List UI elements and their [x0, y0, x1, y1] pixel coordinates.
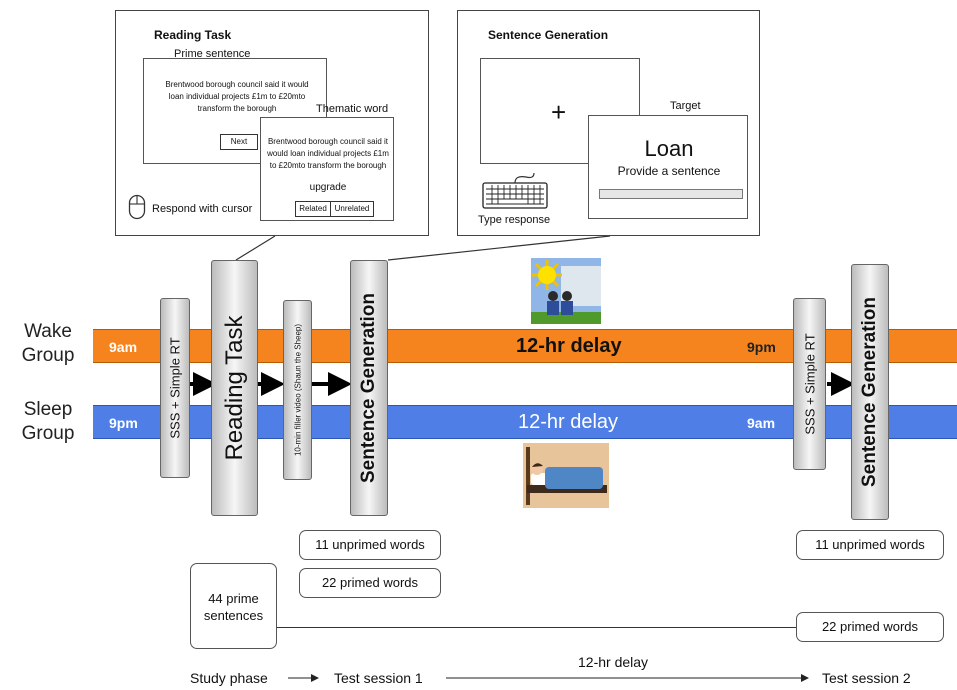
primed-words-box-1: 22 primed words: [299, 568, 441, 598]
reading-task-box: Reading Task: [211, 260, 258, 516]
sentence-generation-box-2: Sentence Generation: [851, 264, 889, 520]
prime-sentence-text: Brentwood borough council said it would …: [165, 80, 309, 113]
respond-with-cursor-label: Respond with cursor: [152, 203, 253, 215]
unrelated-button[interactable]: Unrelated: [330, 201, 374, 217]
sss-simple-rt-box-1: SSS + Simple RT: [160, 298, 190, 478]
primed-connector-line: [277, 627, 796, 628]
sentence-generation-box-1: Sentence Generation: [350, 260, 388, 516]
wake-end-time: 9pm: [747, 339, 776, 355]
generation-panel-title: Sentence Generation: [488, 28, 609, 42]
response-input[interactable]: [599, 189, 743, 199]
target-word: Loan: [644, 136, 694, 161]
thematic-word-screen: Brentwood borough council said it would …: [260, 117, 394, 221]
provide-sentence-prompt: Provide a sentence: [617, 164, 721, 178]
thematic-word: upgrade: [309, 182, 347, 193]
related-button[interactable]: Related: [295, 201, 331, 217]
sleep-delay-label: 12-hr delay: [518, 411, 619, 433]
reading-task-panel: Reading Task Prime sentence Brentwood bo…: [115, 10, 429, 236]
target-screen: Loan Provide a sentence: [588, 115, 748, 219]
test-session-2-label: Test session 2: [822, 670, 911, 686]
primed-words-box-2: 22 primed words: [796, 612, 944, 642]
sleep-start-time: 9pm: [109, 415, 138, 431]
wake-start-time: 9am: [109, 339, 138, 355]
target-label: Target: [670, 100, 701, 112]
keyboard-icon: [482, 173, 548, 209]
prime-sentences-box: 44 prime sentences: [190, 563, 277, 649]
prime-sentence-label: Prime sentence: [174, 48, 251, 60]
thematic-word-label: Thematic word: [316, 103, 389, 115]
filler-video-box: 10-min filler video (Shaun the Sheep): [283, 300, 312, 480]
fixation-cross: +: [551, 97, 567, 127]
mouse-icon: [128, 194, 146, 220]
sss-simple-rt-box-2: SSS + Simple RT: [793, 298, 826, 470]
wake-delay-label: 12-hr delay: [516, 335, 622, 357]
unprimed-words-box-1: 11 unprimed words: [299, 530, 441, 560]
wake-group-label: Wake Group: [21, 321, 75, 366]
timeline-delay-label: 12-hr delay: [578, 654, 649, 670]
sun-icon: [531, 258, 601, 324]
reading-panel-title: Reading Task: [154, 28, 232, 42]
bed-icon: [523, 443, 609, 508]
type-response-label: Type response: [478, 214, 551, 226]
sleep-end-time: 9am: [747, 415, 776, 431]
study-phase-label: Study phase: [190, 670, 268, 686]
sentence-generation-panel: Sentence Generation + Target Loan Provid…: [457, 10, 760, 236]
sleep-group-label: Sleep Group: [21, 399, 75, 444]
thematic-sentence-text: Brentwood borough council said it would …: [267, 137, 389, 170]
test-session-1-label: Test session 1: [334, 670, 423, 686]
next-button[interactable]: Next: [220, 134, 258, 150]
unprimed-words-box-2: 11 unprimed words: [796, 530, 944, 560]
